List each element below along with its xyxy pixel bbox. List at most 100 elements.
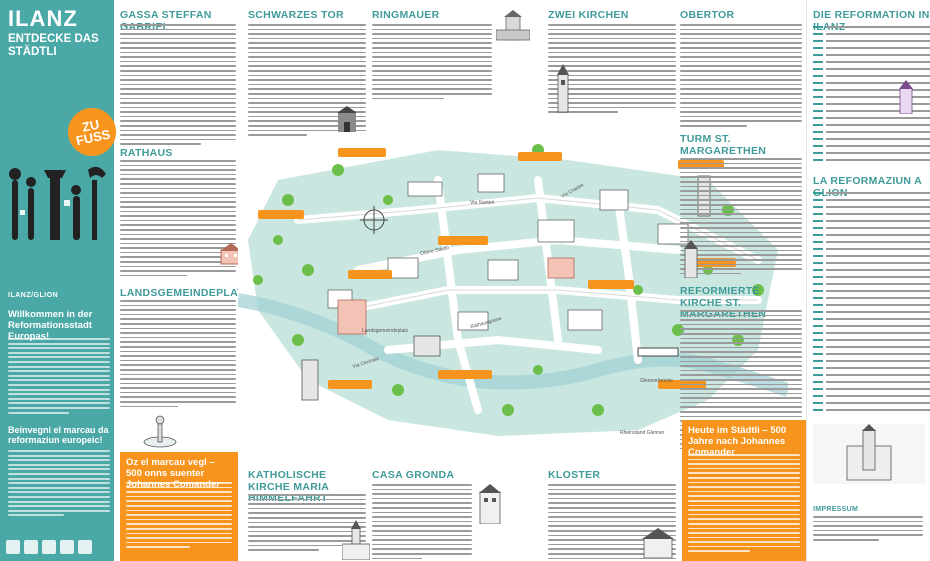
timeline-row bbox=[813, 274, 930, 280]
section-ringmauer-text bbox=[372, 24, 492, 102]
timeline-row bbox=[813, 157, 930, 163]
timeline-row bbox=[813, 31, 930, 37]
sponsor-logo-icon bbox=[60, 539, 74, 554]
section-zwei-kirchen-text bbox=[548, 24, 676, 116]
timeline-row bbox=[813, 407, 930, 413]
zwei-kirchen-icon bbox=[557, 64, 569, 113]
section-kloster-text bbox=[548, 484, 676, 561]
fountain-icon bbox=[143, 415, 177, 448]
welcome-text-rm bbox=[8, 450, 110, 519]
section-turm-text bbox=[680, 158, 802, 277]
church-illustration-icon bbox=[813, 424, 925, 484]
timeline-row bbox=[813, 330, 930, 336]
timeline-row bbox=[813, 358, 930, 364]
section-zwei-kirchen-title: ZWEI KIRCHEN bbox=[548, 9, 629, 21]
town-map-illustration bbox=[238, 144, 788, 436]
sponsor-logo-icon bbox=[6, 539, 20, 554]
tower-illustration-icon bbox=[899, 80, 913, 114]
section-schwarzes-tor-text bbox=[248, 24, 366, 139]
timeline-row bbox=[813, 365, 930, 371]
sponsor-logo-icon bbox=[78, 539, 92, 554]
sponsor-logo-icon bbox=[42, 539, 56, 554]
oz-el-marcau-text bbox=[126, 482, 232, 551]
left-panel: ILANZ ENTDECKE DAS STÄDTLI ZU FUSS ILANZ… bbox=[0, 0, 121, 561]
impressum-title: IMPRESSUM bbox=[813, 506, 859, 513]
casa-gronda-icon bbox=[479, 484, 501, 524]
section-reformierte-title: REFORMIERTE KIRCHE ST. MARGARETHEN bbox=[680, 285, 766, 320]
section-turm-title: TURM ST. MARGARETHEN bbox=[680, 133, 767, 157]
timeline-row bbox=[813, 323, 930, 329]
welcome-title-rm: Beinvegni el marcau da reformaziun europ… bbox=[8, 425, 109, 446]
section-schwarzes-tor-title: SCHWARZES TOR bbox=[248, 9, 344, 21]
katholische-kirche-icon bbox=[342, 520, 370, 560]
timeline-row bbox=[813, 372, 930, 378]
timeline-row bbox=[813, 94, 930, 100]
timeline-row bbox=[813, 351, 930, 357]
welcome-title: Willkommen in der Reformationsstadt Euro… bbox=[8, 309, 93, 342]
section-kloster-title: KLOSTER bbox=[548, 469, 601, 481]
timeline-row bbox=[813, 80, 930, 86]
ringmauer-tower-icon bbox=[496, 10, 530, 41]
section-casa-gronda-text bbox=[372, 484, 472, 561]
section-landsgemeinde-title: LANDSGEMEINDEPLATZ bbox=[120, 287, 251, 299]
ilanz-glion-logo: ILANZ/GLION bbox=[8, 292, 59, 299]
sponsor-logo-icon bbox=[24, 539, 38, 554]
timeline-row bbox=[813, 73, 930, 79]
timeline-row bbox=[813, 344, 930, 350]
timeline-row bbox=[813, 87, 930, 93]
timeline-row bbox=[813, 108, 930, 114]
timeline-row bbox=[813, 309, 930, 315]
kloster-icon bbox=[642, 528, 674, 558]
timeline-row bbox=[813, 122, 930, 128]
section-obertor-text bbox=[680, 24, 802, 130]
town-map bbox=[238, 140, 788, 440]
schwarzes-tor-icon bbox=[337, 106, 357, 132]
section-rathaus-text bbox=[120, 160, 236, 279]
timeline-row bbox=[813, 115, 930, 121]
timeline-row bbox=[813, 239, 930, 245]
section-ringmauer-title: RINGMAUER bbox=[372, 9, 440, 21]
timeline-row bbox=[813, 150, 930, 156]
timeline-row bbox=[813, 38, 930, 44]
timeline-row bbox=[813, 218, 930, 224]
timeline-row bbox=[813, 288, 930, 294]
timeline-row bbox=[813, 295, 930, 301]
timeline-row bbox=[813, 129, 930, 135]
timeline-row bbox=[813, 337, 930, 343]
illustration-people-icon bbox=[9, 166, 106, 240]
timeline-row bbox=[813, 190, 930, 196]
timeline-row bbox=[813, 225, 930, 231]
timeline-row bbox=[813, 211, 930, 217]
section-landsgemeinde-text bbox=[120, 300, 236, 410]
map-note: Rheinstand Glenner bbox=[620, 430, 665, 436]
timeline-row bbox=[813, 136, 930, 142]
timeline-row bbox=[813, 232, 930, 238]
section-katholische-title: KATHOLISCHE KIRCHE MARIA HIMMELFAHRT bbox=[248, 469, 329, 504]
timeline-row bbox=[813, 386, 930, 392]
timeline-row bbox=[813, 302, 930, 308]
timeline-row bbox=[813, 24, 930, 30]
brand-title: ILANZ bbox=[8, 6, 78, 31]
timeline-row bbox=[813, 143, 930, 149]
map-street-label: Glennerbrücke bbox=[640, 378, 673, 384]
welcome-text bbox=[8, 338, 110, 416]
map-street-label: Landsgemeindeplatz bbox=[362, 328, 409, 334]
timeline-row bbox=[813, 45, 930, 51]
section-casa-gronda-title: CASA GRONDA bbox=[372, 469, 455, 481]
impressum-text bbox=[813, 516, 923, 544]
heute-text bbox=[688, 454, 800, 555]
timeline-row bbox=[813, 246, 930, 252]
section-obertor-title: OBERTOR bbox=[680, 9, 735, 21]
timeline-row bbox=[813, 66, 930, 72]
timeline-panel: DIE REFORMATION IN ILANZ LA REFORMAZIUN … bbox=[806, 0, 930, 561]
brand-subtitle: ENTDECKE DAS STÄDTLI bbox=[8, 33, 99, 59]
timeline-row bbox=[813, 379, 930, 385]
timeline-row bbox=[813, 281, 930, 287]
timeline-row bbox=[813, 59, 930, 65]
timeline-row bbox=[813, 393, 930, 399]
sponsor-logos bbox=[0, 532, 114, 561]
oz-el-marcau-box: Oz el marcau vegl – 500 onns suenter Joh… bbox=[120, 452, 238, 561]
timeline-row bbox=[813, 316, 930, 322]
oz-el-marcau-title: Oz el marcau vegl – 500 onns suenter Joh… bbox=[126, 457, 220, 490]
timeline-row bbox=[813, 400, 930, 406]
